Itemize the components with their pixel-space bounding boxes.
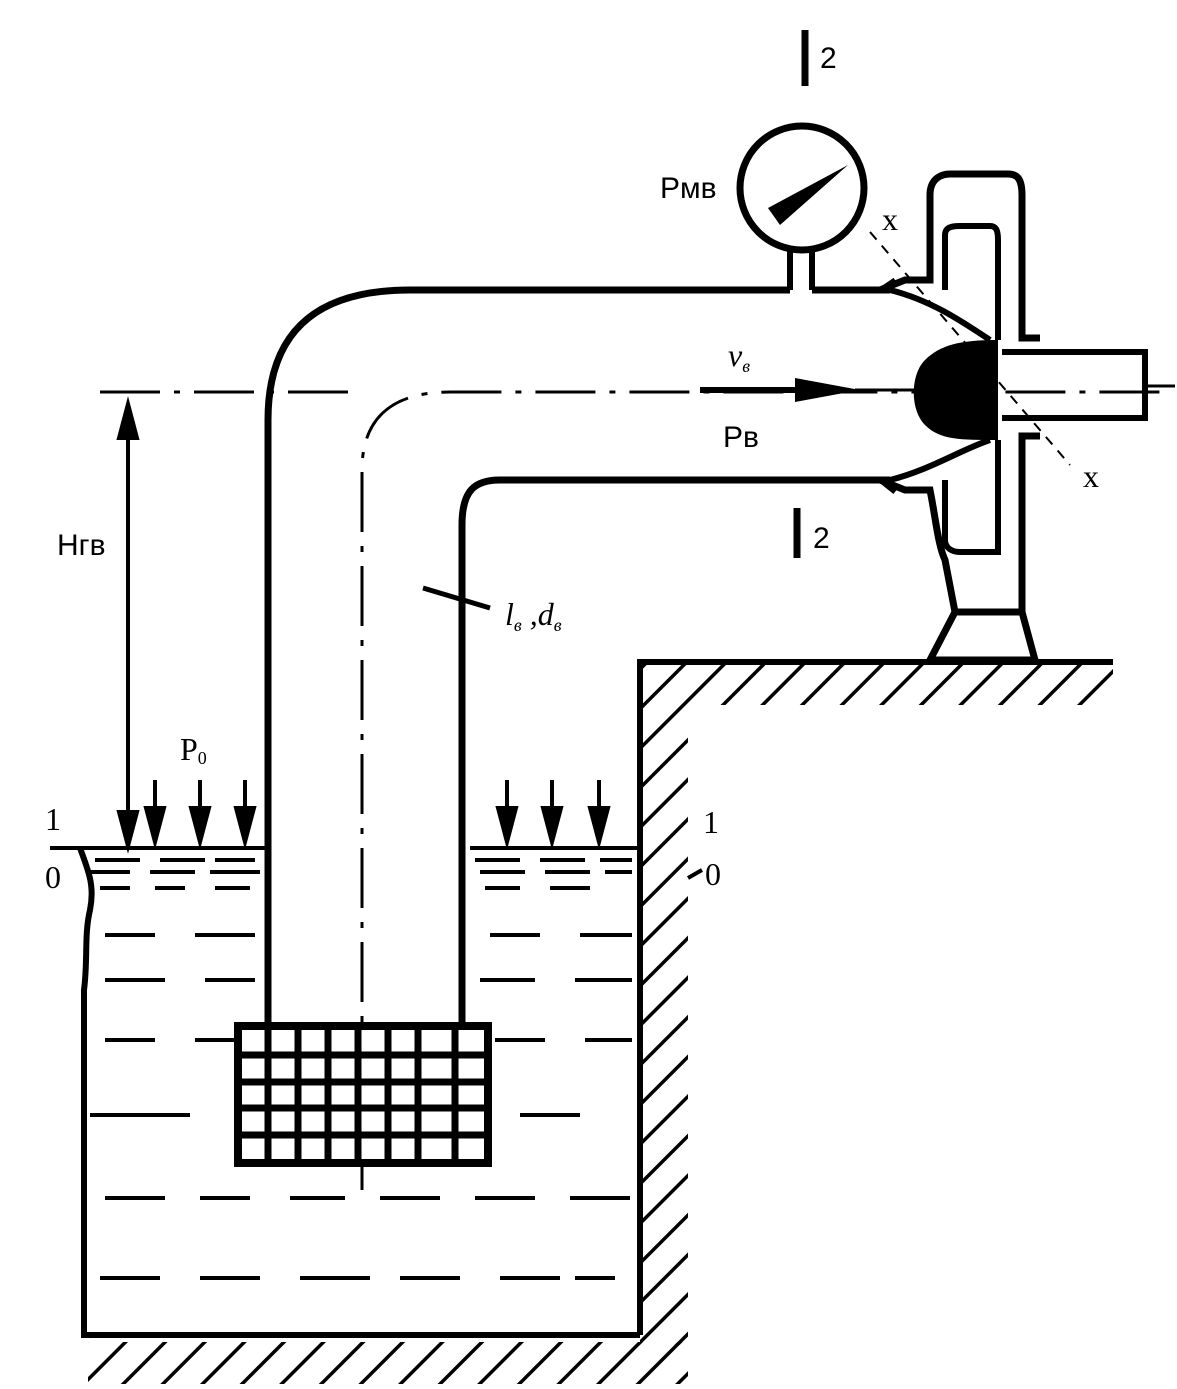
section-x-top-label: x <box>882 201 898 237</box>
section-1-left-label: 1 <box>45 801 61 837</box>
pressure-arrows <box>143 780 611 850</box>
inlet-pressure-label: Рв <box>723 421 759 454</box>
section-0-right-label: 0 <box>705 856 721 892</box>
surface-pressure-label: Р0 <box>180 731 207 768</box>
pipe-centerline <box>100 390 1170 1190</box>
head-dimension <box>116 396 140 854</box>
ground-hatching <box>88 665 1113 1384</box>
section-x-line <box>869 231 1071 466</box>
section-0-left-label: 0 <box>45 859 61 895</box>
ground-outline <box>637 659 1113 1335</box>
reservoir <box>77 846 640 1338</box>
strainer-grid-icon <box>234 1022 492 1167</box>
velocity-label: vв <box>728 337 750 376</box>
section-2-marks <box>793 30 809 558</box>
pipe-leader <box>422 585 491 611</box>
pipe-dimensions-label: lв ,dв <box>505 596 562 635</box>
section-0-marker <box>687 868 703 880</box>
section-1-right-label: 1 <box>703 804 719 840</box>
section-x-bottom-label: x <box>1083 458 1099 494</box>
section-2-bottom-label: 2 <box>813 522 830 555</box>
section-2-top-label: 2 <box>820 42 837 75</box>
water-dashes <box>90 858 632 1280</box>
pump-impeller-icon <box>878 170 1175 664</box>
pressure-gauge-icon <box>736 122 868 290</box>
flow-arrow-icon <box>700 378 915 402</box>
suction-head-label: Нгв <box>57 529 106 562</box>
suction-pipe <box>264 286 890 1028</box>
gauge-pressure-label: Рмв <box>660 172 717 205</box>
